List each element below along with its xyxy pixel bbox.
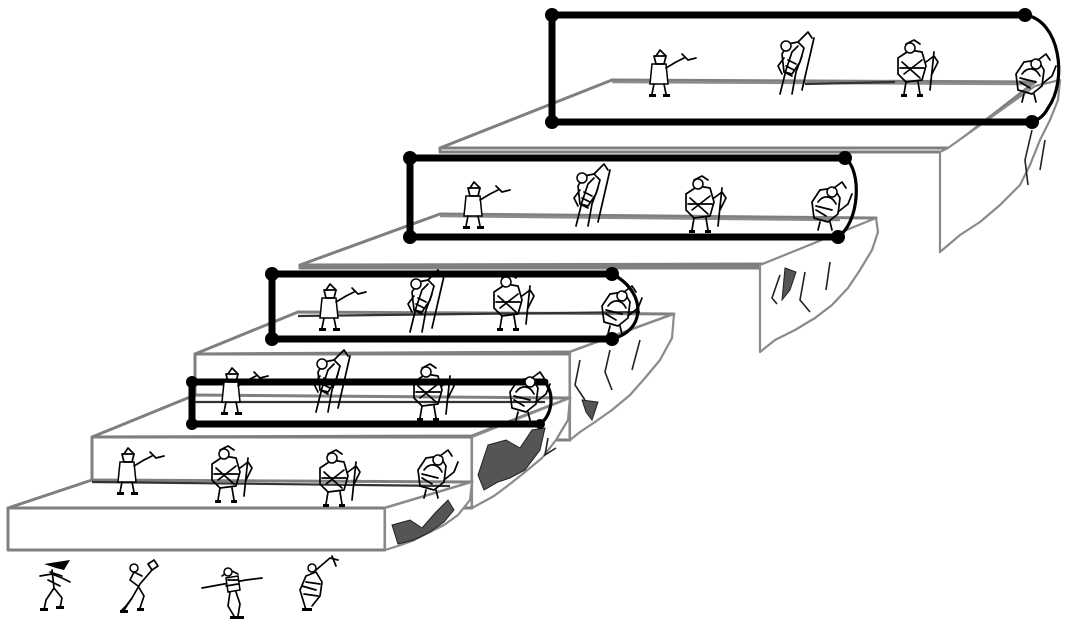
frame-step-3 (186, 376, 553, 430)
figures-ground (39, 555, 339, 620)
frame-step-4 (265, 267, 641, 346)
step-5 (298, 212, 880, 354)
frame-step-5 (403, 151, 858, 244)
frame-step-6 (545, 8, 1061, 129)
step-2 (6, 478, 474, 552)
figure-ground-3 (201, 567, 263, 620)
figure-ground-1 (39, 559, 71, 612)
rope-step-2 (91, 480, 451, 488)
figure-ground-4 (299, 555, 339, 612)
figure-ground-2 (119, 559, 159, 614)
